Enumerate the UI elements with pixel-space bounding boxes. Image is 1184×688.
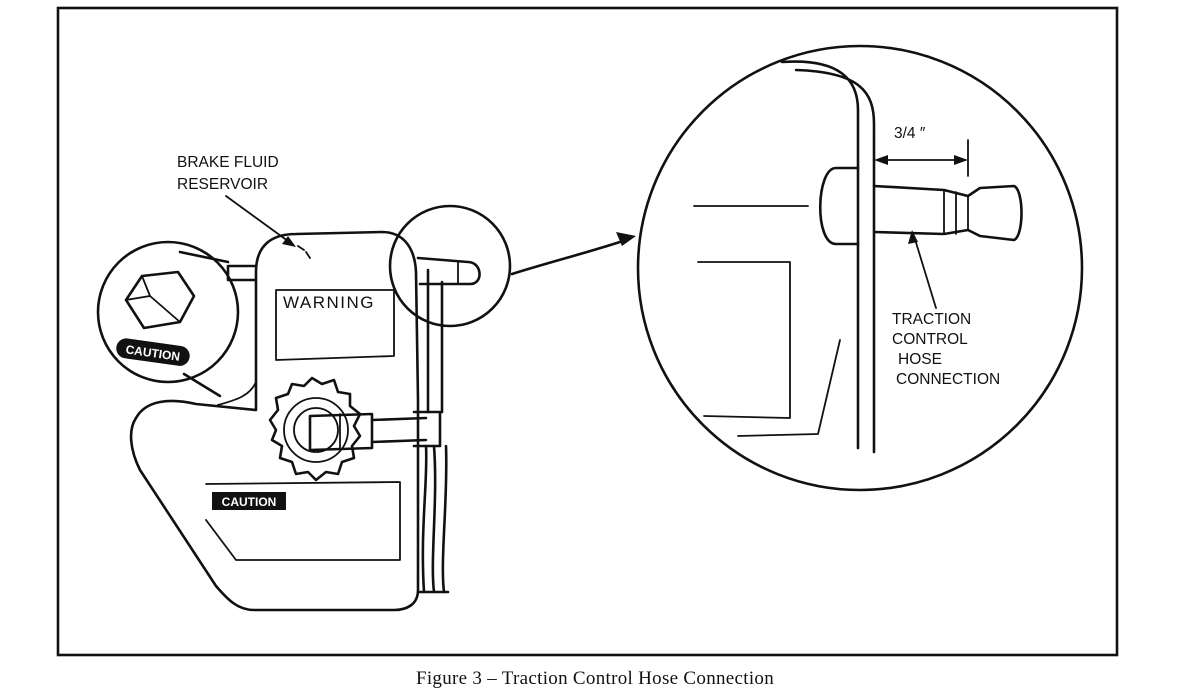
zoomed-detail — [636, 44, 1084, 492]
figure-frame — [56, 6, 1119, 657]
hose-label-line4: CONNECTION — [896, 371, 1000, 388]
warning-label: WARNING — [283, 293, 375, 312]
hose-routing — [308, 256, 481, 594]
reservoir-label-line1: BRAKE FLUID — [177, 154, 279, 171]
zoom-arrow — [510, 232, 636, 276]
hose-label-line3: HOSE — [898, 351, 942, 368]
zoom-source-circle — [388, 204, 512, 328]
dimension-label: 3/4 ″ — [894, 125, 926, 142]
hex-cap-icon — [124, 270, 196, 330]
hose-label-line1: TRACTION — [892, 311, 971, 328]
caution-badge-cap: CAUTION — [116, 338, 190, 366]
reservoir-fill-cap — [268, 376, 362, 482]
reservoir-label-line2: RESERVOIR — [177, 176, 268, 193]
figure-caption: Figure 3 – Traction Control Hose Connect… — [416, 668, 774, 688]
svg-text:CAUTION: CAUTION — [222, 495, 277, 509]
reservoir-leader — [225, 195, 293, 245]
cap-detail-callout: CAUTION — [96, 240, 240, 398]
caution-badge-body: CAUTION — [212, 492, 286, 510]
brake-fluid-reservoir — [129, 230, 420, 612]
hose-label-line2: CONTROL — [892, 331, 968, 348]
